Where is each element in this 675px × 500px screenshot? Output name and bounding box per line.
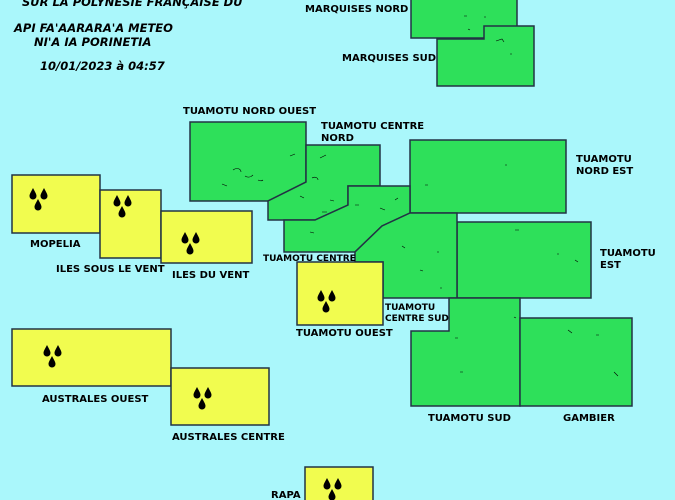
label-australes-centre: AUSTRALES CENTRE	[172, 432, 285, 443]
label-tuamotu-centre-sud-2: CENTRE SUD	[385, 314, 449, 324]
zone-shape	[436, 25, 535, 87]
label-tuamotu-nord-est-1: TUAMOTU	[576, 154, 632, 165]
island-outlines	[425, 164, 507, 186]
zone-rapa[interactable]	[304, 466, 374, 500]
island-outlines	[464, 15, 486, 31]
zone-tuamotu-nord-ouest[interactable]	[189, 121, 307, 202]
zone-shape	[160, 210, 253, 264]
zone-shape	[296, 261, 384, 326]
island-outlines	[309, 197, 399, 234]
label-tuamotu-ouest: TUAMOTU OUEST	[296, 328, 393, 339]
label-iles-du-vent: ILES DU VENT	[172, 270, 249, 281]
zone-tuamotu-centre[interactable]	[283, 185, 411, 253]
zone-iles-sous-le-vent[interactable]	[99, 189, 162, 259]
island-outlines	[221, 153, 296, 187]
island-outlines	[567, 329, 619, 377]
label-tuamotu-nord-ouest: TUAMOTU NORD OUEST	[183, 106, 316, 117]
header-datetime: 10/01/2023 à 04:57	[40, 59, 165, 73]
label-tuamotu-est-1: TUAMOTU	[600, 248, 656, 259]
zone-australes-ouest[interactable]	[11, 328, 172, 387]
header-line-2: API FA'AARARA'A METEO	[14, 21, 173, 35]
zone-shape	[456, 221, 592, 299]
label-gambier: GAMBIER	[563, 413, 615, 424]
zone-tuamotu-est[interactable]	[456, 221, 592, 299]
zone-shape	[11, 328, 172, 387]
label-tuamotu-centre-nord-1: TUAMOTU CENTRE	[321, 121, 424, 132]
label-tuamotu-nord-est-2: NORD EST	[576, 166, 633, 177]
zone-tuamotu-nord-est[interactable]	[409, 139, 567, 214]
island-outlines	[455, 316, 517, 373]
label-tuamotu-sud: TUAMOTU SUD	[428, 413, 511, 424]
label-mopelia: MOPELIA	[30, 239, 81, 250]
zone-marquises-sud[interactable]	[436, 25, 535, 87]
label-tuamotu-centre-nord-2: NORD	[321, 133, 354, 144]
zone-iles-du-vent[interactable]	[160, 210, 253, 264]
label-tuamotu-est-2: EST	[600, 260, 621, 271]
label-tuamotu-centre-sud-1: TUAMOTU	[385, 303, 435, 313]
label-tuamotu-centre: TUAMOTU CENTRE	[263, 254, 356, 264]
zone-tuamotu-sud[interactable]	[410, 297, 521, 407]
header-line-1: SUR LA POLYNESIE FRANÇAISE DU	[22, 0, 243, 9]
header-line-3: NI'A IA PORINETIA	[34, 35, 152, 49]
island-outlines	[495, 38, 512, 55]
island-outlines	[401, 245, 442, 289]
label-iles-sous-le-vent: ILES SOUS LE VENT	[56, 264, 165, 275]
zone-shape	[283, 185, 411, 253]
island-outlines	[299, 154, 335, 213]
label-australes-ouest: AUSTRALES OUEST	[42, 394, 149, 405]
zone-shape	[189, 121, 307, 202]
label-rapa: RAPA	[271, 490, 301, 500]
zone-shape	[409, 139, 567, 214]
zone-gambier[interactable]	[519, 317, 633, 407]
label-marquises-nord: MARQUISES NORD	[305, 4, 408, 15]
zone-shape	[11, 174, 101, 234]
zone-shape	[410, 297, 521, 407]
island-outlines	[515, 229, 579, 263]
label-marquises-sud: MARQUISES SUD	[342, 53, 436, 64]
zone-shape	[519, 317, 633, 407]
zone-mopelia[interactable]	[11, 174, 101, 234]
zone-shape	[170, 367, 270, 426]
zone-australes-centre[interactable]	[170, 367, 270, 426]
zone-tuamotu-ouest[interactable]	[296, 261, 384, 326]
